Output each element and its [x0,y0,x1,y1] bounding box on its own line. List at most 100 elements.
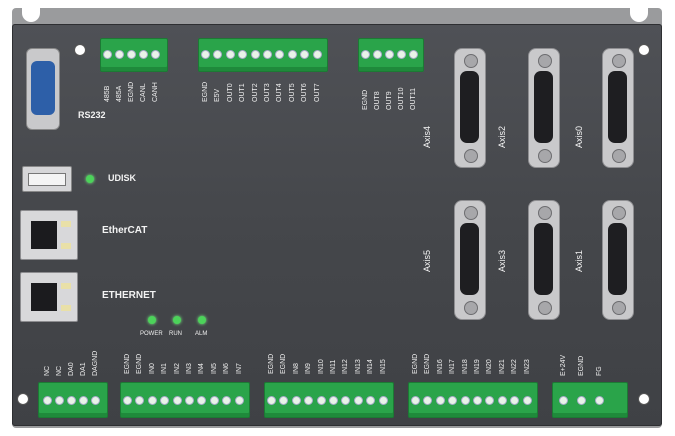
terminal-screw[interactable] [423,396,433,405]
terminal-pin-label: OUT1 [239,83,247,102]
terminal-screw[interactable] [366,396,376,405]
terminal-screw[interactable] [103,50,112,59]
terminal-screw[interactable] [448,396,458,405]
terminal-screw[interactable] [291,396,301,405]
terminal-pin-label: EGND [128,81,135,102]
terminal-pin-label: OUT11 [410,87,417,110]
terminal-pin-label: OUT2 [251,83,259,102]
axis3-connector[interactable] [528,200,560,320]
terminal-screw[interactable] [577,396,586,405]
terminal-screw[interactable] [127,50,136,59]
terminal-pin-label: IN14 [367,359,375,374]
terminal-screw[interactable] [287,50,297,59]
ethercat-port[interactable] [20,210,78,260]
terminal-pin-label: IN4 [198,363,206,374]
terminal-screw[interactable] [135,396,145,405]
axis2-label: Axis2 [497,125,507,148]
terminal-screw[interactable] [275,50,285,59]
udisk-port[interactable] [22,166,72,192]
terminal-pin-label: E5V [214,88,222,102]
axis2-connector[interactable] [528,48,560,168]
terminal-screw[interactable] [55,396,64,405]
terminal-screw[interactable] [263,50,272,59]
terminal-screw[interactable] [312,50,322,59]
terminal-screw[interactable] [67,396,76,405]
terminal-pin-label: OUT5 [288,83,296,102]
axis0-connector[interactable] [602,48,634,168]
terminal-screw[interactable] [123,396,132,405]
terminal-screw[interactable] [473,396,482,405]
terminal-screw[interactable] [361,50,370,59]
terminal-screw[interactable] [172,396,182,405]
terminal-screw[interactable] [485,396,495,405]
axis1-connector[interactable] [602,200,634,320]
terminal-screw[interactable] [201,50,210,59]
terminal-pin-label: IN9 [305,363,313,374]
terminal-screw[interactable] [522,396,532,405]
terminal-screw[interactable] [341,396,351,405]
terminal-screw[interactable] [267,396,276,405]
terminal-screw[interactable] [411,396,420,405]
terminal-pin-label: OUT7 [313,83,321,102]
ethercat-label: EtherCAT [102,225,148,236]
terminal-pin-label: IN15 [379,359,387,374]
terminal-pin-label: NC [56,365,63,376]
terminal-screw[interactable] [373,50,382,59]
terminal-screw[interactable] [209,396,219,405]
terminal-screw[interactable] [279,396,289,405]
ethernet-label: ETHERNET [102,290,156,301]
terminal-screw[interactable] [115,50,124,59]
screw-hole [638,393,650,405]
axis0-label: Axis0 [574,125,584,148]
terminal-screw[interactable] [595,396,604,405]
terminal-screw[interactable] [250,50,260,59]
terminal-pin-label: DA0 [68,362,75,376]
udisk-led [86,175,94,183]
terminal-screw[interactable] [409,50,418,59]
axis5-connector[interactable] [454,200,486,320]
terminal-screw[interactable] [460,396,470,405]
terminal-screw[interactable] [300,50,310,59]
terminal-pin-label: IN13 [354,359,362,374]
terminal-pin-label: OUT9 [386,91,393,110]
terminal-screw[interactable] [353,396,363,405]
terminal-pin-label: EGND [362,89,369,110]
terminal-screw[interactable] [160,396,170,405]
ethernet-port[interactable] [20,272,78,322]
terminal-screw[interactable] [151,50,160,59]
terminal-screw[interactable] [559,396,568,405]
terminal-screw[interactable] [79,396,88,405]
terminal-pin-label: OUT3 [264,83,271,102]
terminal-screw[interactable] [213,50,223,59]
terminal-screw[interactable] [234,396,244,405]
terminal-screw[interactable] [497,396,507,405]
terminal-screw[interactable] [197,396,207,405]
terminal-screw[interactable] [238,50,248,59]
run-led [173,316,181,324]
terminal-pin-label: 485B [104,85,111,102]
terminal-screw[interactable] [225,50,235,59]
terminal-screw[interactable] [185,396,194,405]
terminal-pin-label: EGND [268,353,275,374]
terminal-screw[interactable] [43,396,52,405]
screw-hole [17,393,29,405]
terminal-screw[interactable] [329,396,338,405]
terminal-screw[interactable] [378,396,388,405]
terminal-screw[interactable] [510,396,520,405]
terminal-pin-label: IN17 [449,359,457,374]
terminal-screw[interactable] [397,50,406,59]
terminal-screw[interactable] [139,50,148,59]
terminal-screw[interactable] [91,396,100,405]
terminal-screw[interactable] [222,396,232,405]
mount-slot [630,8,648,22]
terminal-screw[interactable] [147,396,157,405]
terminal-screw[interactable] [304,396,314,405]
terminal-pin-label: E+24V [560,354,567,376]
terminal-screw[interactable] [385,50,394,59]
terminal-pin-label: IN2 [173,363,181,374]
terminal-screw[interactable] [435,396,445,405]
rs232-connector[interactable] [26,48,60,130]
axis4-connector[interactable] [454,48,486,168]
udisk-label: UDISK [108,173,137,183]
terminal-screw[interactable] [316,396,326,405]
